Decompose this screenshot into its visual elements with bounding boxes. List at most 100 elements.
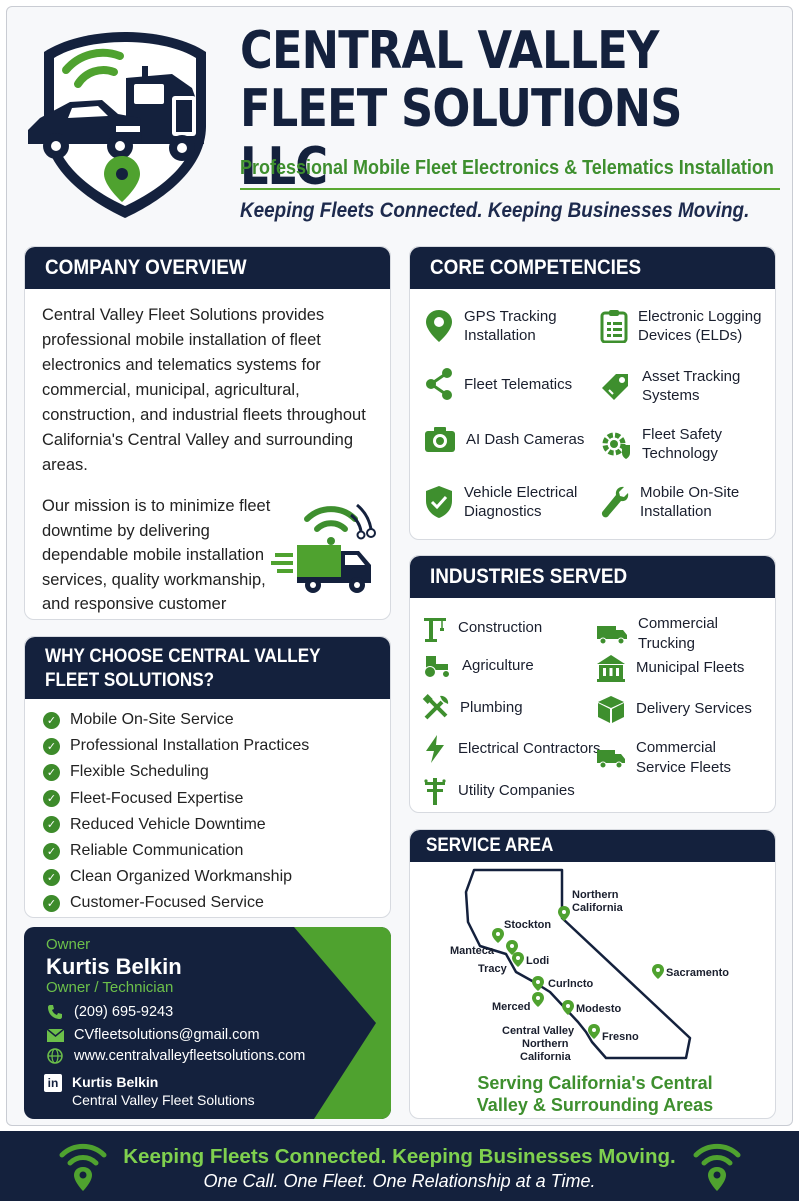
footer-banner: Keeping Fleets Connected. Keeping Busine… (0, 1131, 799, 1201)
industry-municipal-fleets: Municipal Fleets (596, 654, 744, 682)
map-pin-lodi (512, 952, 524, 967)
competency-label: GPS Tracking Installation (464, 308, 557, 344)
competencies-heading: CORE COMPETENCIES (430, 256, 642, 279)
benefit-label: Reliable Communication (70, 842, 244, 860)
header-tagline: Keeping Fleets Connected. Keeping Busine… (240, 199, 750, 222)
why-heading: WHY CHOOSE CENTRAL VALLEY FLEET SOLUTION… (45, 646, 321, 691)
van-icon (597, 750, 625, 769)
camera-icon (425, 427, 455, 452)
industry-delivery-services: Delivery Services (596, 694, 752, 724)
label-cv-3: California (520, 1051, 572, 1062)
competency-label: Mobile On-Site Installation (640, 484, 740, 520)
map-pin-fresno (588, 1024, 600, 1039)
label-cv-2: Northern (522, 1038, 569, 1050)
label-merced: Merced (492, 1001, 531, 1013)
industry-label: Electrical Contractors (458, 740, 601, 757)
map-pin-turlock (532, 976, 544, 991)
caption-line-2: Valley & Surrounding Areas (476, 1095, 714, 1115)
company-title: CENTRAL VALLEY FLEET SOLUTIONS LLC (240, 22, 713, 196)
mission-statement: Our mission is to minimize fleet downtim… (42, 497, 271, 613)
label-northern-1: Northern (572, 889, 619, 901)
crane-icon (424, 618, 446, 642)
owner-role: Owner / Technician (46, 979, 174, 996)
industry-commercial-trucking: Commercial Trucking (596, 614, 775, 654)
linkedin-name: Kurtis Belkin (72, 1074, 159, 1090)
contact-card: Owner Kurtis Belkin Owner / Technician (… (24, 927, 391, 1119)
list-item: ✓Mobile On-Site Service (43, 707, 309, 733)
footer-slogan: Keeping Fleets Connected. Keeping Busine… (123, 1145, 676, 1168)
map-pin-manteca (506, 940, 518, 955)
list-item: ✓Professional Installation Practices (43, 733, 309, 759)
globe-icon (46, 1048, 64, 1064)
signal-pin-icon (693, 1143, 741, 1191)
service-area-panel: SERVICE AREA Northern California Stockto… (409, 829, 776, 1119)
email-icon (46, 1028, 64, 1042)
label-fresno: Fresno (602, 1031, 639, 1043)
map-pin-icon (426, 310, 452, 342)
competency-mobile-installation: Mobile On-Site Installation (600, 483, 750, 521)
caption-line-1: Serving California's Central (477, 1073, 713, 1093)
competency-label: Asset Tracking Systems (642, 368, 741, 404)
map-pin-modesto (562, 1000, 574, 1015)
label-cv-1: Central Valley (502, 1025, 575, 1037)
list-item: ✓Reduced Vehicle Downtime (43, 812, 309, 838)
industry-commercial-service-fleets: Commercial Service Fleets (596, 738, 766, 778)
tractor-icon (424, 656, 450, 678)
industry-construction: Construction (422, 614, 542, 642)
competency-telematics: Fleet Telematics (424, 367, 572, 401)
company-subtitle: Professional Mobile Fleet Electronics & … (240, 157, 774, 179)
industry-label: Plumbing (460, 699, 523, 716)
signal-pin-icon (59, 1143, 107, 1191)
benefit-label: Reduced Vehicle Downtime (70, 815, 266, 833)
why-choose-panel: WHY CHOOSE CENTRAL VALLEY FLEET SOLUTION… (24, 636, 391, 918)
industries-served-panel: INDUSTRIES SERVED Construction Commercia… (409, 555, 776, 813)
owner-name: Kurtis Belkin (46, 954, 182, 979)
list-item: ✓Clean Organized Workmanship (43, 864, 309, 890)
card-accent-shape (294, 927, 391, 1119)
title-line-1: CENTRAL VALLEY (240, 21, 659, 81)
panel-heading: COMPANY OVERVIEW (25, 247, 390, 289)
competency-label: Fleet Safety Technology (642, 426, 723, 462)
benefit-label: Fleet-Focused Expertise (70, 789, 244, 807)
email-row[interactable]: CVfleetsolutions@gmail.com (46, 1027, 260, 1043)
delivery-truck-signal-icon (271, 503, 376, 593)
company-overview-panel: COMPANY OVERVIEW Central Valley Fleet So… (24, 246, 391, 620)
linkedin-icon: in (44, 1074, 62, 1092)
service-area-caption: Serving California's Central Valley & Su… (430, 1072, 760, 1116)
linkedin-row[interactable]: in Kurtis Belkin Central Valley Fleet So… (44, 1073, 255, 1109)
label-lodi: Lodi (526, 955, 549, 967)
industry-label: Commercial Trucking (638, 615, 719, 652)
check-icon: ✓ (43, 894, 60, 912)
owner-label: Owner (46, 936, 91, 953)
industries-heading: INDUSTRIES SERVED (430, 565, 628, 588)
service-area-heading: SERVICE AREA (426, 835, 554, 856)
company-logo (28, 32, 206, 218)
map-pin-northern-california (558, 906, 570, 921)
header-divider (240, 188, 780, 190)
phone-row[interactable]: (209) 695-9243 (46, 1004, 173, 1020)
competency-eld: Electronic Logging Devices (ELDs) (600, 307, 768, 345)
check-icon: ✓ (43, 711, 60, 729)
competency-label: AI Dash Cameras (466, 430, 585, 448)
check-icon: ✓ (43, 790, 60, 808)
map-pin-stockton (492, 928, 504, 943)
truck-icon (597, 626, 627, 645)
competency-asset-tracking: Asset Tracking Systems (600, 367, 752, 405)
website-row[interactable]: www.centralvalleyfleetsolutions.com (46, 1048, 305, 1064)
label-turlock: Curlncto (548, 978, 594, 990)
linkedin-company: Central Valley Fleet Solutions (72, 1092, 255, 1108)
competency-fleet-safety: Fleet Safety Technology (600, 425, 752, 463)
label-tracy: Tracy (478, 963, 508, 975)
panel-heading: SERVICE AREA (410, 830, 775, 862)
panel-heading: CORE COMPETENCIES (410, 247, 775, 289)
phone-icon (46, 1004, 64, 1020)
industry-label: Municipal Fleets (636, 659, 745, 676)
california-map: Northern California Stockton Manteca Lod… (450, 868, 729, 1062)
label-northern-2: California (572, 902, 624, 914)
label-manteca: Manteca (450, 945, 495, 957)
title-line-2: FLEET SOLUTIONS LLC (240, 79, 682, 197)
competency-dash-cameras: AI Dash Cameras (424, 425, 584, 453)
gear-shield-icon (602, 432, 630, 459)
building-icon (597, 655, 625, 682)
industry-label: Utility Companies (458, 782, 575, 799)
